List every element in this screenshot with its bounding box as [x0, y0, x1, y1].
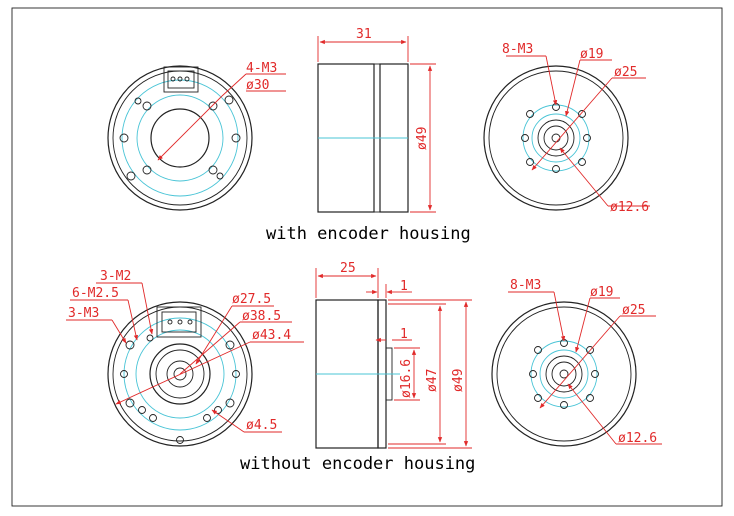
- rear-view-with-encoder: 8-M3 ø19 ø25 ø12.6: [483, 42, 650, 215]
- dim-dia-25-b: ø25: [622, 303, 645, 318]
- dim-dia-30: ø30: [246, 78, 269, 93]
- dim-step-1-shaft: 1: [400, 327, 408, 342]
- dim-dia-49-outer: ø49: [451, 369, 466, 392]
- dim-dia-27-5: ø27.5: [232, 292, 271, 307]
- dim-dia-25: ø25: [614, 65, 637, 80]
- dim-dia-19: ø19: [580, 47, 603, 62]
- dim-holes-6-m2-5: 6-M2.5: [72, 286, 119, 301]
- dim-holes-4-m3: 4-M3: [246, 61, 277, 76]
- front-view-with-encoder: 4-M3 ø30: [107, 61, 286, 211]
- dim-dia-38-5: ø38.5: [242, 309, 281, 324]
- dim-dia-43-4: ø43.4: [252, 328, 291, 343]
- dim-step-1-top: 1: [400, 279, 408, 294]
- caption-with-encoder: with encoder housing: [266, 224, 471, 244]
- dim-dia-16-6: ø16.6: [399, 359, 414, 398]
- dim-holes-8-m3: 8-M3: [502, 42, 533, 57]
- dim-dia-47: ø47: [425, 369, 440, 392]
- dim-holes-3-m3: 3-M3: [68, 306, 99, 321]
- dim-length-25: 25: [340, 261, 356, 276]
- caption-without-encoder: without encoder housing: [240, 454, 475, 474]
- dim-holes-8-m3-b: 8-M3: [510, 278, 541, 293]
- dim-dia-49: ø49: [415, 127, 430, 150]
- dim-dia-19-b: ø19: [590, 285, 613, 300]
- dim-dia-4-5: ø4.5: [246, 418, 277, 433]
- dim-holes-3-m2: 3-M2: [100, 269, 131, 284]
- rear-view-without-encoder: 8-M3 ø19 ø25 ø12.6: [491, 278, 662, 447]
- dim-dia-12-6-b: ø12.6: [618, 431, 657, 446]
- dim-length-31: 31: [356, 27, 372, 42]
- drawing-border: [11, 7, 723, 507]
- dim-dia-12-6: ø12.6: [610, 200, 649, 215]
- side-view-without-encoder: 25 1 1 ø16.6 ø47 ø49: [315, 261, 472, 449]
- side-view-with-encoder: 31 ø49: [317, 27, 436, 213]
- front-view-without-encoder: 3-M2 6-M2.5 3-M3 ø27.5 ø38.5 ø43.4 ø4.5: [66, 269, 304, 447]
